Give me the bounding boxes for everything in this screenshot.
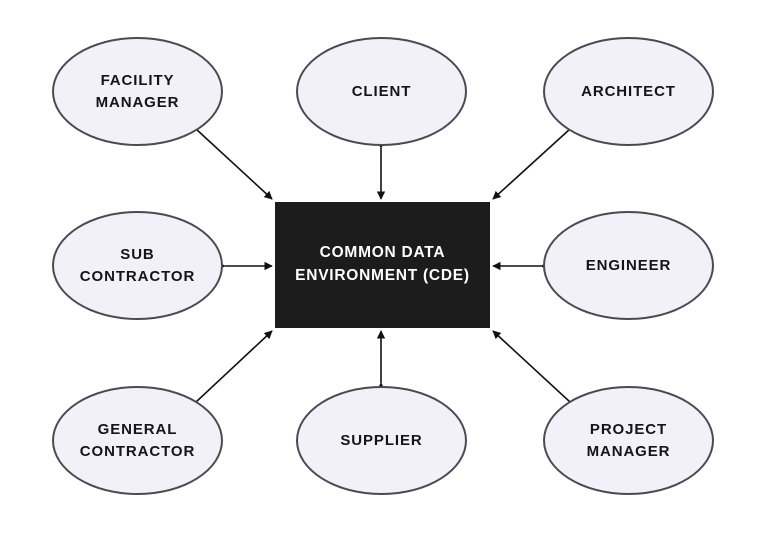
node-general-contractor[interactable]: GENERAL CONTRACTOR (52, 386, 223, 495)
center-node-label: COMMON DATA ENVIRONMENT (CDE) (295, 244, 470, 284)
link-facility-manager (187, 120, 273, 200)
node-label-architect: ARCHITECT (581, 82, 676, 100)
node-supplier[interactable]: SUPPLIER (296, 386, 467, 495)
node-label-supplier: SUPPLIER (340, 431, 423, 449)
node-client[interactable]: CLIENT (296, 37, 467, 146)
node-label-client: CLIENT (351, 82, 412, 100)
link-general-contractor (187, 330, 273, 411)
node-engineer[interactable]: ENGINEER (543, 211, 714, 320)
node-label-facility-manager: FACILITY MANAGER (95, 72, 180, 111)
node-sub-contractor[interactable]: SUB CONTRACTOR (52, 211, 223, 320)
node-label-sub-contractor: SUB CONTRACTOR (79, 246, 196, 285)
node-architect[interactable]: ARCHITECT (543, 37, 714, 146)
center-node-cde[interactable]: COMMON DATA ENVIRONMENT (CDE) (275, 202, 490, 328)
link-architect (492, 120, 579, 200)
node-facility-manager[interactable]: FACILITY MANAGER (52, 37, 223, 146)
node-project-manager[interactable]: PROJECT MANAGER (543, 386, 714, 495)
link-project-manager (492, 330, 579, 411)
node-label-general-contractor: GENERAL CONTRACTOR (79, 421, 196, 460)
node-label-project-manager: PROJECT MANAGER (586, 421, 671, 460)
node-label-engineer: ENGINEER (585, 256, 672, 274)
